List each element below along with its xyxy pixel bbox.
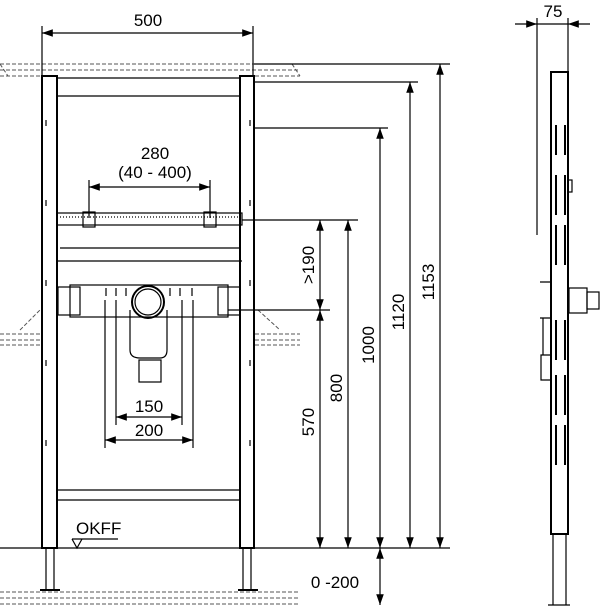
side-view: 75 [515, 2, 600, 606]
dimension-label-200: 200 [135, 421, 163, 440]
dimension-label-500: 500 [134, 11, 162, 30]
finished-floor-marker: OKFF [71, 519, 121, 550]
upper-wall-hatching [0, 63, 301, 77]
dimension-label-1153: 1153 [419, 264, 438, 301]
okff-label: OKFF [76, 519, 121, 538]
dimension-label-range: (40 - 400) [118, 163, 192, 182]
dimension-label-75: 75 [544, 2, 563, 21]
dimension-label-1000: 1000 [359, 326, 378, 364]
dimension-label-280: 280 [141, 144, 169, 163]
dimension-label-570: 570 [299, 408, 318, 436]
mid-wall-hatching [0, 309, 300, 346]
dimension-connections: 150 200 [104, 300, 194, 448]
reference-lines [0, 63, 450, 549]
dimension-label-190: >190 [299, 246, 318, 284]
dimension-label-leg-adjust: 0 -200 [311, 573, 359, 592]
dimension-label-150: 150 [135, 397, 163, 416]
lower-rail-with-siphon [57, 284, 241, 383]
floor-hatching [0, 591, 300, 605]
dimension-label-800: 800 [327, 374, 346, 402]
dimension-label-1120: 1120 [389, 294, 408, 331]
dimension-width: 500 [41, 11, 254, 76]
dimension-heights: 1153 1120 1000 800 >190 570 0 -200 [299, 63, 444, 605]
dimension-rail-spacing: 280 (40 - 400) [88, 144, 211, 218]
top-rail [56, 211, 243, 262]
